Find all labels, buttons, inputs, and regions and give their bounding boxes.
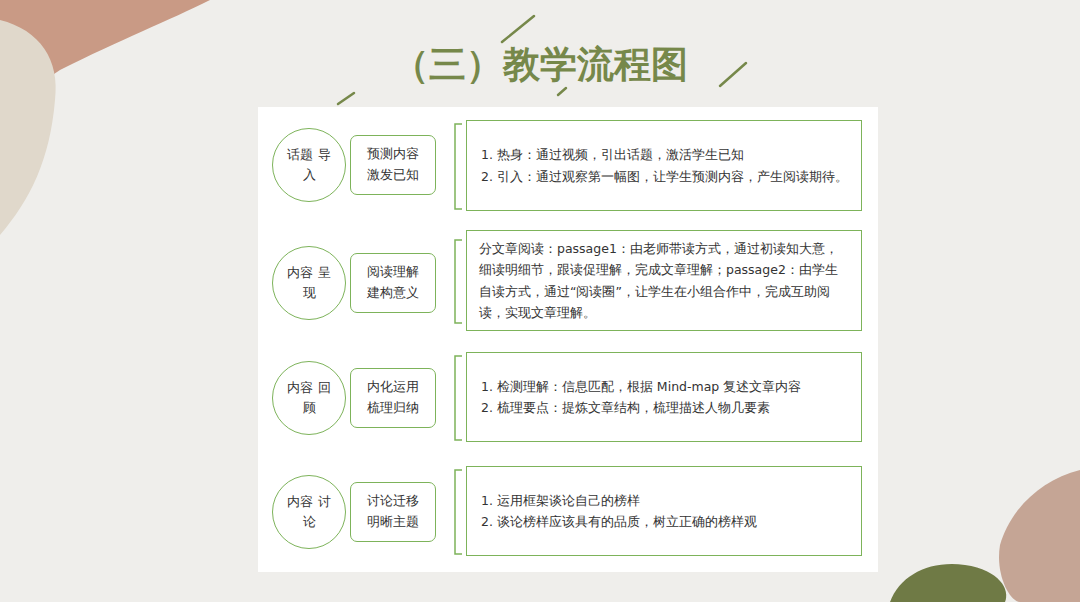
content-text: 分文章阅读：passage1：由老师带读方式，通过初读知大意，细读明细节，跟读促… [479,238,849,323]
goal-box: 预测内容 激发已知 [350,135,436,195]
content-text: 1. 检测理解：信息匹配，根据 Mind-map 复述文章内容 [479,376,849,397]
content-box: 1. 热身：通过视频，引出话题，激活学生已知2. 引入：通过观察第一幅图，让学生… [466,120,862,211]
node-label: 内化运用 梳理归纳 [366,377,421,419]
stage-circle: 话题 导入 [272,128,346,202]
node-label: 内容 回顾 [282,378,337,418]
node-label: 话题 导入 [282,145,337,185]
node-label: 内容 呈现 [282,263,337,303]
goal-box: 讨论迁移 明晰主题 [350,482,436,542]
content-text: 1. 运用框架谈论自己的榜样 [479,490,849,511]
goal-box: 阅读理解 建构意义 [350,253,436,313]
goal-box: 内化运用 梳理归纳 [350,368,436,428]
node-label: 预测内容 激发已知 [366,144,421,186]
stage-circle: 内容 呈现 [272,246,346,320]
content-text: 1. 热身：通过视频，引出话题，激活学生已知 [479,144,849,165]
node-label: 讨论迁移 明晰主题 [366,491,421,533]
node-label: 内容 讨论 [282,492,337,532]
corner-blob [999,470,1080,602]
content-text: 2. 引入：通过观察第一幅图，让学生预测内容，产生阅读期待。 [479,166,849,187]
stage-circle: 内容 讨论 [272,475,346,549]
node-label: 阅读理解 建构意义 [366,262,421,304]
content-box: 1. 检测理解：信息匹配，根据 Mind-map 复述文章内容2. 梳理要点：提… [466,352,862,442]
content-box: 1. 运用框架谈论自己的榜样2. 谈论榜样应该具有的品质，树立正确的榜样观 [466,466,862,556]
corner-blob [890,564,1006,602]
content-text: 2. 谈论榜样应该具有的品质，树立正确的榜样观 [479,511,849,532]
content-box: 分文章阅读：passage1：由老师带读方式，通过初读知大意，细读明细节，跟读促… [466,230,862,331]
slide-title: （三）教学流程图 [0,40,1080,90]
stage-circle: 内容 回顾 [272,361,346,435]
corner-blob [0,20,56,235]
content-text: 2. 梳理要点：提炼文章结构，梳理描述人物几要素 [479,397,849,418]
